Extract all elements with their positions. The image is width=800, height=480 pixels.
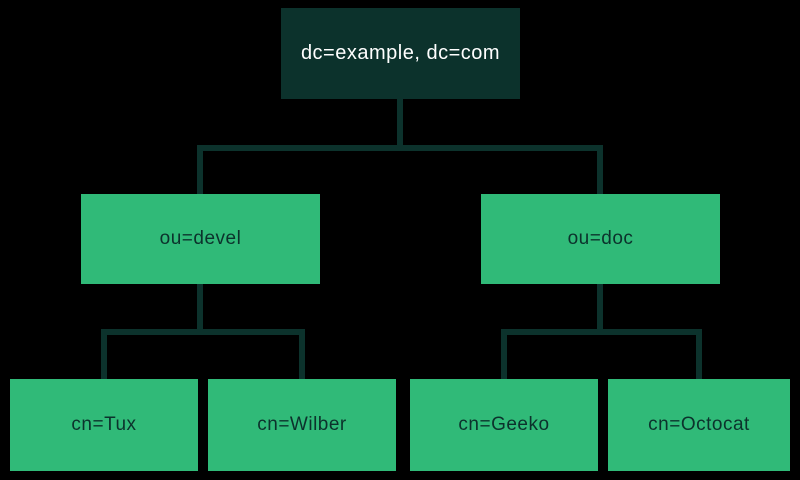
tree-node-cn-geeko: cn=Geeko	[410, 379, 598, 471]
tree-node-ou-devel: ou=devel	[81, 194, 320, 284]
tree-node-root: dc=example, dc=com	[281, 8, 520, 99]
connector-drop-tux	[101, 329, 107, 379]
connector-doc-stem	[597, 284, 603, 335]
connector-doc-rail	[501, 329, 702, 335]
connector-drop-wilber	[299, 329, 305, 379]
connector-level1-rail	[197, 145, 603, 151]
tree-node-ou-doc: ou=doc	[481, 194, 720, 284]
connector-devel-rail	[101, 329, 305, 335]
connector-root-stem	[397, 99, 403, 151]
tree-node-cn-octocat: cn=Octocat	[608, 379, 790, 471]
tree-node-cn-tux: cn=Tux	[10, 379, 198, 471]
connector-devel-stem	[197, 284, 203, 335]
connector-drop-octocat	[696, 329, 702, 379]
tree-node-cn-wilber: cn=Wilber	[208, 379, 396, 471]
connector-drop-devel	[197, 145, 203, 194]
connector-drop-geeko	[501, 329, 507, 379]
connector-drop-doc	[597, 145, 603, 194]
